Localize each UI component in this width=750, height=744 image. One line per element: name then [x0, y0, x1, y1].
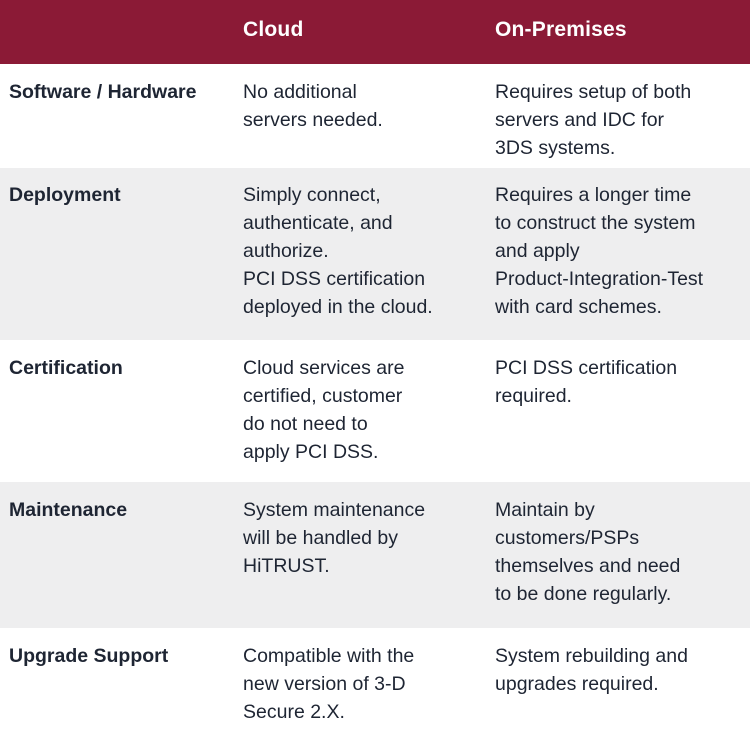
row-label: Deployment	[9, 184, 121, 206]
cloud-cell: Simply connect, authenticate, and author…	[243, 184, 433, 318]
on-premises-cell: Maintain by customers/PSPs themselves an…	[495, 499, 681, 605]
on-premises-cell: Requires a longer time to construct the …	[495, 184, 704, 318]
table-row-maintenance: Maintenance System maintenance will be h…	[0, 482, 750, 628]
header-cloud: Cloud	[243, 18, 304, 41]
cloud-cell: Cloud services are certified, customer d…	[243, 357, 405, 463]
row-label: Software / Hardware	[9, 81, 197, 103]
table-header: Cloud On-Premises	[0, 0, 750, 64]
on-premises-cell: System rebuilding and upgrades required.	[495, 645, 688, 695]
table-row-certification: Certification Cloud services are certifi…	[0, 340, 750, 482]
table-row-deployment: Deployment Simply connect, authenticate,…	[0, 168, 750, 340]
row-label: Upgrade Support	[9, 645, 169, 667]
cloud-cell: System maintenance will be handled by Hi…	[243, 499, 426, 577]
row-label: Maintenance	[9, 499, 128, 521]
on-premises-cell: PCI DSS certification required.	[495, 357, 678, 407]
header-on-premises: On-Premises	[495, 18, 627, 41]
row-label: Certification	[9, 357, 123, 379]
on-premises-cell: Requires setup of both servers and IDC f…	[495, 81, 692, 159]
table-row-software-hardware: Software / Hardware No additional server…	[0, 64, 750, 168]
table-row-upgrade-support: Upgrade Support Compatible with the new …	[0, 628, 750, 744]
cloud-cell: Compatible with the new version of 3-D S…	[243, 645, 415, 723]
cloud-cell: No additional servers needed.	[243, 81, 383, 131]
